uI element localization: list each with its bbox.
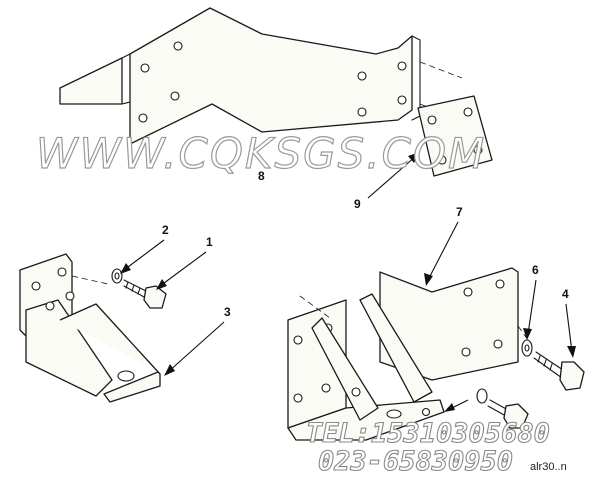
- svg-text:4: 4: [562, 287, 569, 301]
- bracket-3-base: [59, 303, 161, 403]
- svg-text:7: 7: [456, 205, 463, 219]
- bracket-part-3: [19, 253, 161, 403]
- bracket-7-gusset-right: [359, 293, 433, 403]
- washer-part-6: [521, 339, 533, 357]
- bracket-8-main-plate: [129, 7, 413, 145]
- bracket-8-base-plate: [59, 57, 123, 105]
- phone-watermark-line-1: TEL:15310305680: [306, 418, 550, 449]
- callout-9: 9: [354, 152, 420, 211]
- lower-cap-screw: [487, 399, 529, 429]
- svg-text:1: 1: [206, 235, 213, 249]
- phone-watermark-line-2: 023-65830950: [318, 446, 513, 477]
- bracket-7-vertical-plate: [379, 267, 519, 381]
- callout-6: 6: [523, 263, 539, 340]
- gasket-part-9: [417, 95, 493, 177]
- callout-2: 2: [120, 223, 169, 274]
- bracket-part-7: [287, 267, 529, 441]
- callout-4: 4: [562, 287, 576, 358]
- svg-text:2: 2: [162, 223, 169, 237]
- lower-washer: [476, 388, 488, 404]
- callout-3: 3: [164, 305, 231, 376]
- svg-text:6: 6: [532, 263, 539, 277]
- washer-part-2: [111, 268, 123, 284]
- callout-8: 8: [258, 169, 265, 183]
- cap-screw-part-4: [533, 351, 585, 391]
- site-watermark: WWW.CQKSGS.COM: [36, 129, 486, 178]
- svg-text:8: 8: [258, 169, 265, 183]
- callout-1: 1: [156, 235, 213, 290]
- drawing-code: alr30..n: [530, 461, 567, 473]
- svg-text:3: 3: [224, 305, 231, 319]
- bracket-7-gusset-left: [311, 317, 379, 421]
- cap-screw-part-1: [123, 279, 167, 309]
- bracket-part-8: [59, 7, 471, 145]
- bracket-3-gusset: [25, 299, 113, 397]
- gasket-plate: [417, 95, 493, 177]
- callout-7: 7: [424, 205, 463, 286]
- svg-text:9: 9: [354, 197, 361, 211]
